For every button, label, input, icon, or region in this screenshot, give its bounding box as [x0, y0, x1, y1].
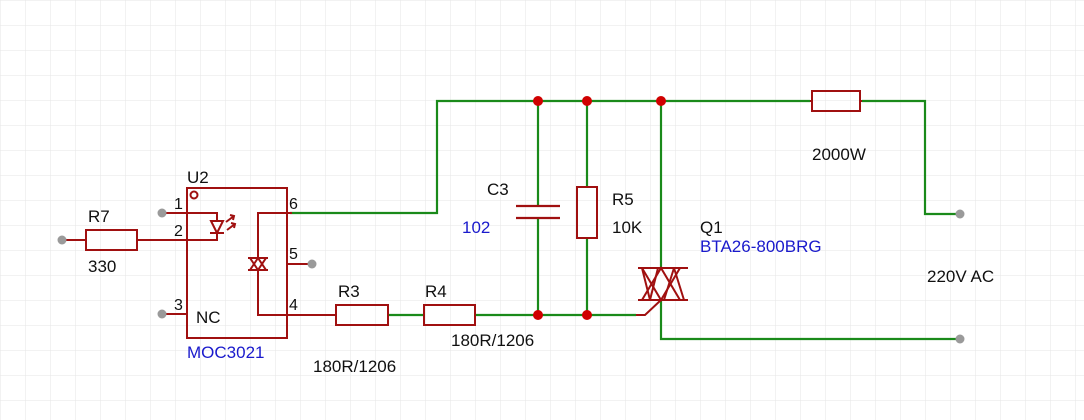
u2-pin5-label: 5 — [289, 246, 298, 263]
r4-designator: R4 — [425, 282, 447, 301]
terminal-r7-input[interactable] — [57, 235, 67, 245]
c3-value: 102 — [462, 218, 490, 237]
u2-designator: U2 — [187, 168, 209, 187]
terminals — [57, 208, 965, 344]
c3-capacitor[interactable] — [516, 204, 560, 220]
u2-pin3-label: 3 — [174, 297, 183, 314]
r4-resistor[interactable] — [423, 304, 476, 326]
r5-designator: R5 — [612, 190, 634, 209]
u2-triac-driver — [248, 212, 287, 316]
q1-triac[interactable] — [638, 266, 688, 302]
u2-pin4-label: 4 — [289, 297, 298, 314]
junction-dot — [533, 310, 543, 320]
supply-label: 220V AC — [927, 267, 994, 286]
u2-pin2-label: 2 — [174, 223, 183, 240]
load-resistor[interactable] — [811, 90, 861, 112]
r5-value: 10K — [612, 218, 643, 237]
junction-dot — [582, 96, 592, 106]
r4-value: 180R/1206 — [451, 331, 534, 350]
u2-value: MOC3021 — [187, 343, 264, 362]
r7-designator: R7 — [88, 207, 110, 226]
u2-pin6-label: 6 — [289, 196, 298, 213]
wires — [290, 99, 960, 341]
r7-value: 330 — [88, 257, 116, 276]
terminal-ac-bottom[interactable] — [955, 334, 965, 344]
terminal-ac-top[interactable] — [955, 209, 965, 219]
load-value: 2000W — [812, 145, 866, 164]
r7-resistor[interactable] — [85, 229, 138, 251]
u2-pin1-marker — [189, 190, 199, 200]
q1-value: BTA26-800BRG — [700, 237, 822, 256]
junction-dot — [582, 310, 592, 320]
r5-resistor[interactable] — [576, 186, 598, 239]
resistors — [85, 90, 861, 326]
u2-led — [187, 212, 237, 241]
u2-body — [186, 187, 288, 339]
wire-u2-pin6-to-top-rail[interactable] — [290, 99, 810, 215]
r3-resistor[interactable] — [335, 304, 389, 326]
terminal-u2-pin5[interactable] — [307, 259, 317, 269]
r3-designator: R3 — [338, 282, 360, 301]
c3-designator: C3 — [487, 180, 509, 199]
terminal-u2-pin1[interactable] — [157, 208, 167, 218]
u2-optocoupler[interactable] — [186, 187, 288, 339]
u2-nc-label: NC — [196, 308, 221, 327]
junctions — [533, 96, 666, 320]
wire-q1-mt1-to-terminal[interactable] — [659, 300, 960, 341]
wire-load-to-terminal[interactable] — [862, 99, 960, 216]
terminal-u2-pin3[interactable] — [157, 309, 167, 319]
q1-designator: Q1 — [700, 218, 723, 237]
r3-value: 180R/1206 — [313, 357, 396, 376]
junction-dot — [533, 96, 543, 106]
u2-pin1-label: 1 — [174, 196, 183, 213]
junction-dot — [656, 96, 666, 106]
